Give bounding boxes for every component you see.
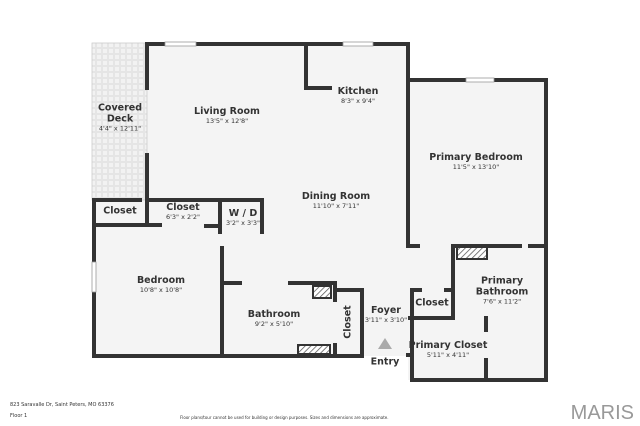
room-dims: 11'5" x 13'10" — [452, 163, 500, 171]
floor-label: Floor 1 — [10, 413, 28, 419]
entry-label: Entry — [371, 357, 400, 368]
room-name: Dining Room — [301, 191, 371, 202]
room-name: Primary Bathroom — [475, 275, 529, 298]
room-dims: 5'11" x 4'11" — [426, 351, 470, 359]
room-dims: 10'8" x 10'8" — [139, 286, 183, 294]
room-name: Covered Deck — [97, 102, 143, 125]
floor-fill — [92, 44, 546, 380]
room-dims: 3'11" x 3'10" — [364, 316, 408, 324]
room-name: Closet — [342, 305, 354, 339]
room-dims: 4'4" x 12'11" — [98, 124, 142, 133]
room-name: Primary Closet — [408, 340, 488, 351]
room-name: Closet — [103, 205, 137, 217]
room-dims: 3'2" x 3'3" — [225, 219, 261, 227]
room-name: Kitchen — [337, 86, 379, 97]
room-closet-left: Closet — [103, 206, 136, 217]
room-name: Bedroom — [136, 275, 186, 286]
walls — [92, 42, 548, 382]
room-name: Primary Bedroom — [429, 152, 523, 163]
room-name: Foyer — [371, 305, 401, 316]
room-name: Entry — [370, 356, 400, 368]
disclaimer: Floor plans/tour cannot be used for buil… — [180, 415, 389, 420]
room-dims: 13'5" x 12'8" — [205, 117, 249, 125]
maris-logo: MARIS — [570, 402, 634, 424]
room-name: Bathroom — [247, 309, 301, 320]
room-name: W / D — [228, 208, 258, 219]
room-dims: 7'6" x 11'2" — [482, 297, 522, 306]
room-closet-foyer: Closet — [343, 305, 354, 338]
room-dims: 6'3" x 2'2" — [165, 213, 201, 221]
windows — [91, 41, 495, 293]
room-dims: 11'10" x 7'11" — [312, 202, 360, 210]
entry-arrow-icon — [378, 338, 392, 349]
address: 823 Saravalle Dr, Saint Peters, MO 63376 — [10, 402, 114, 408]
room-name: Closet — [415, 297, 449, 309]
room-dims: 8'3" x 9'4" — [340, 97, 376, 105]
room-name: Closet — [166, 202, 200, 213]
room-dims: 9'2" x 5'10" — [254, 320, 294, 328]
room-closet-right: Closet — [415, 298, 448, 309]
room-name: Living Room — [194, 106, 260, 117]
fixtures — [297, 246, 488, 355]
